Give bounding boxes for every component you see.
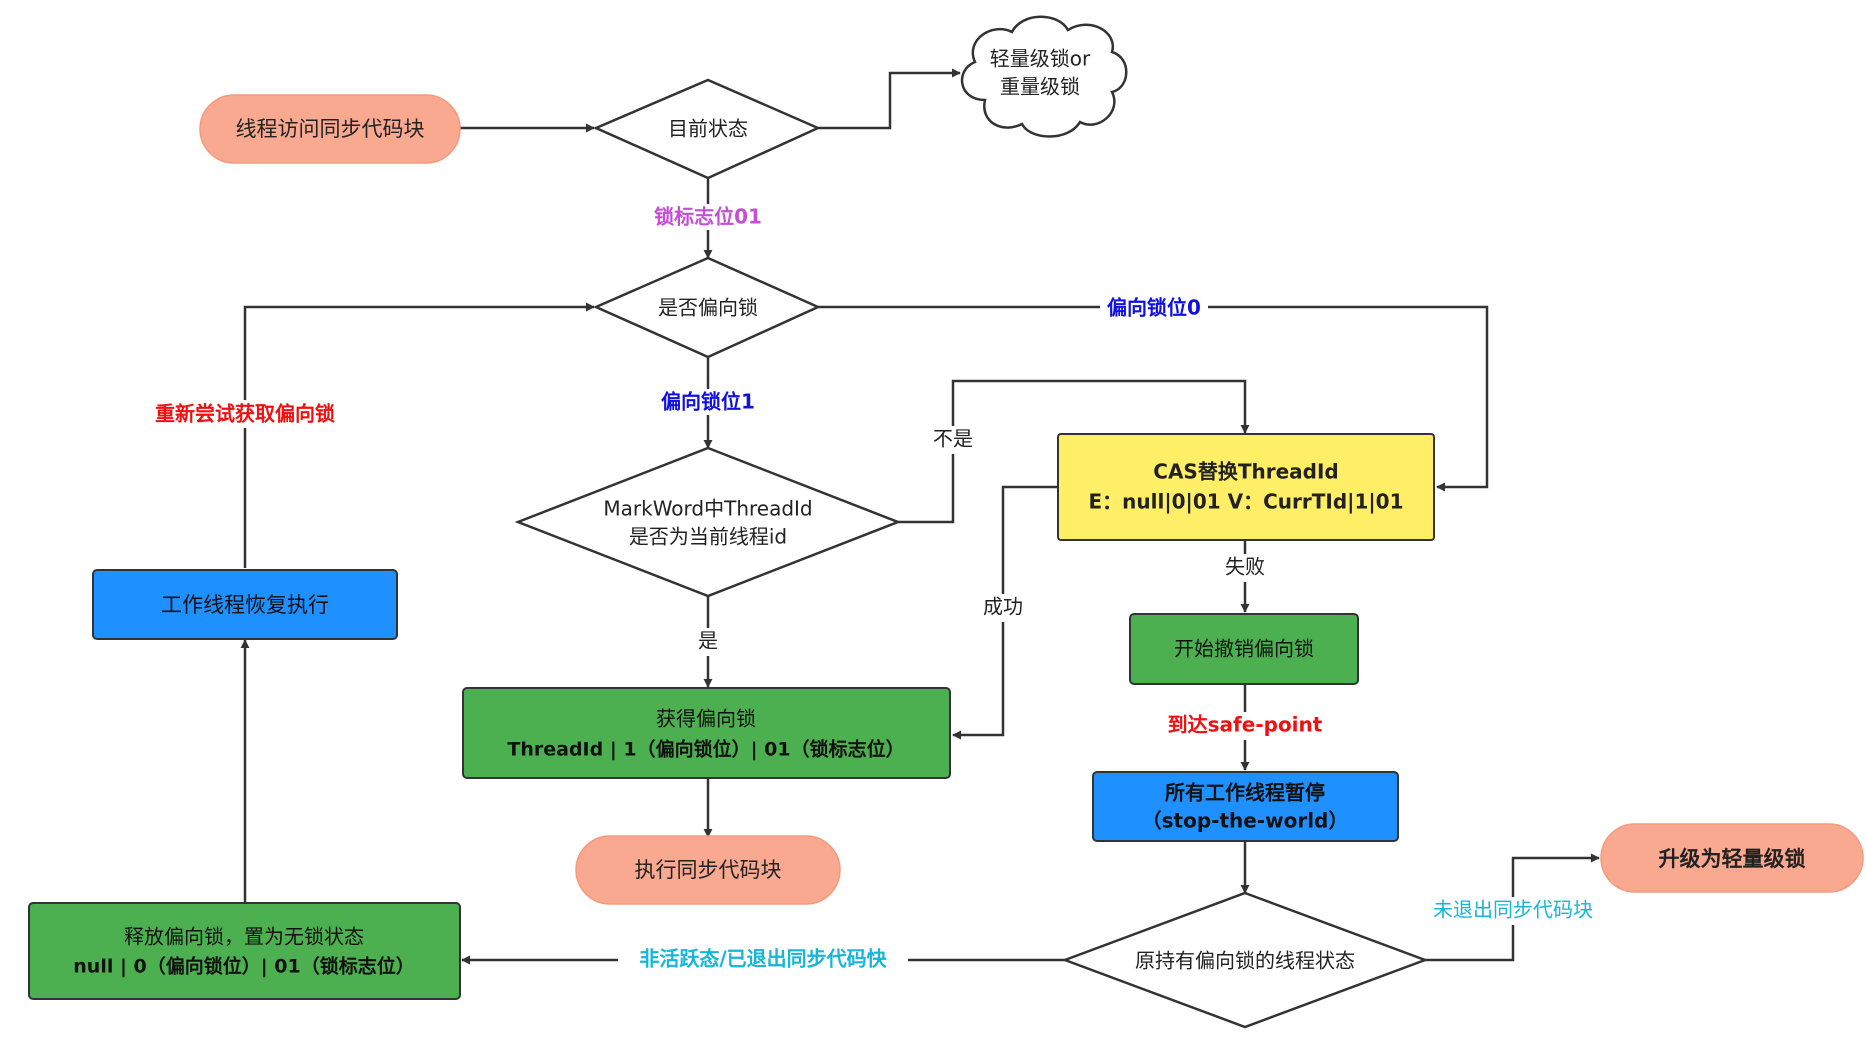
safe-point-label: 到达safe-point [1168,713,1323,737]
revoke-label: 开始撤销偏向锁 [1174,637,1314,661]
lock-flag-label-bg [646,204,770,230]
markword-check-label-line1: MarkWord中ThreadId [603,497,812,521]
fail-label: 失败 [1225,555,1265,579]
not-equal-label: 不是 [933,427,973,451]
cas-label-line1: CAS替换ThreadId [1153,460,1338,484]
upgrade-label: 升级为轻量级锁 [1659,847,1806,871]
success-label-bg [978,594,1028,622]
current-state-node: 目前状态 [592,78,822,180]
start-node-shape [199,94,461,164]
pause-label-line1: 所有工作线程暂停 [1165,781,1325,805]
lock-flag-label: 锁标志位01 [654,205,762,229]
release-label-line1: 释放偏向锁，置为无锁状态 [124,925,364,949]
cloud-label-line1: 轻量级锁or [990,47,1091,71]
owner-state-shape [1061,891,1429,1029]
biased-bit-0-label: 偏向锁位0 [1107,296,1201,320]
biased-bit-0-label-bg [1100,295,1208,321]
cloud-shape [960,15,1128,138]
start-node-label: 线程访问同步代码块 [236,117,425,141]
yes-label: 是 [698,629,718,653]
biased-bit-1-label: 偏向锁位1 [661,390,755,414]
release-label-line2: null | 0（偏向锁位）| 01（锁标志位） [73,955,414,978]
execute-label: 执行同步代码块 [635,858,782,882]
markword-check-node: MarkWord中ThreadId 是否为当前线程id [514,446,902,598]
resume-label: 工作线程恢复执行 [161,593,329,617]
retry-label: 重新尝试获取偏向锁 [155,402,335,426]
resume-node: 工作线程恢复执行 [92,569,398,640]
cloud-node: 轻量级锁or 重量级锁 [960,15,1128,138]
current-state-label: 目前状态 [668,117,748,141]
pause-node: 所有工作线程暂停 （stop-the-world） [1092,771,1399,842]
cas-shape [1057,433,1435,541]
biased-bit-1-label-bg [650,389,766,415]
owner-state-node: 原持有偏向锁的线程状态 [1061,891,1429,1029]
owner-state-label: 原持有偏向锁的线程状态 [1135,949,1355,973]
markword-check-label-line2: 是否为当前线程id [629,525,787,549]
is-biased-node: 是否偏向锁 [592,256,822,359]
edge-markword-to-cas [898,379,1250,524]
pause-shape [1092,771,1399,842]
acquire-node: 获得偏向锁 ThreadId | 1（偏向锁位）| 01（锁标志位） [462,687,951,779]
edge-resume-to-biased [243,302,595,568]
inactive-label: 非活跃态/已退出同步代码快 [639,947,887,971]
resume-shape [92,569,398,640]
success-label: 成功 [983,595,1023,619]
not-exited-label: 未退出同步代码块 [1433,898,1593,922]
cas-label-line2: E：null|0|01 V：CurrTId|1|01 [1088,490,1403,514]
release-shape [28,902,461,1000]
acquire-label-line2: ThreadId | 1（偏向锁位）| 01（锁标志位） [507,738,904,761]
is-biased-shape [592,256,822,359]
execute-node: 执行同步代码块 [575,835,841,905]
not-equal-label-bg [928,426,978,454]
acquire-shape [462,687,951,779]
revoke-node: 开始撤销偏向锁 [1129,613,1359,685]
release-node: 释放偏向锁，置为无锁状态 null | 0（偏向锁位）| 01（锁标志位） [28,902,461,1000]
edge-state-to-cloud [818,68,961,130]
safe-point-label-bg [1158,712,1332,740]
inactive-label-bg [618,946,908,974]
cas-node: CAS替换ThreadId E：null|0|01 V：CurrTId|1|01 [1057,433,1435,541]
upgrade-shape [1600,823,1864,893]
current-state-shape [592,78,822,180]
pause-label-line2: （stop-the-world） [1142,809,1349,833]
upgrade-node: 升级为轻量级锁 [1600,823,1864,893]
execute-shape [575,835,841,905]
revoke-shape [1129,613,1359,685]
start-node: 线程访问同步代码块 [199,94,461,164]
fail-label-bg [1220,554,1270,582]
not-exited-label-bg [1418,897,1608,925]
markword-check-shape [514,446,902,598]
retry-label-bg [138,400,352,428]
cloud-label-line2: 重量级锁 [1000,75,1080,99]
yes-label-bg [693,628,723,656]
acquire-label-line1: 获得偏向锁 [656,707,756,731]
is-biased-label: 是否偏向锁 [658,296,758,320]
